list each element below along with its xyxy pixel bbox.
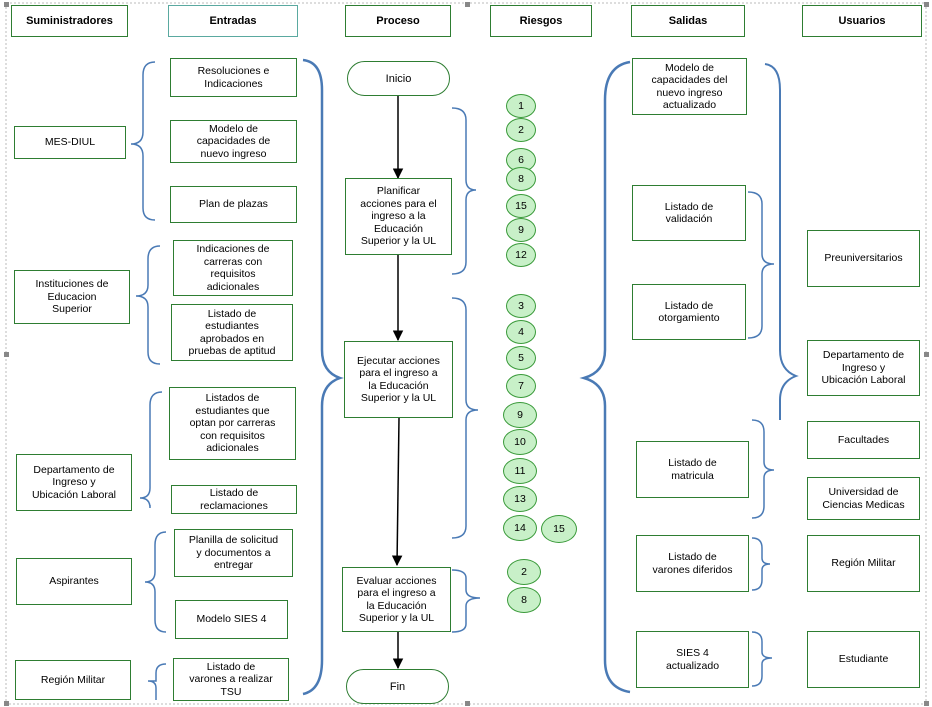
handle-br[interactable] — [924, 701, 929, 706]
handle-tc[interactable] — [465, 2, 470, 7]
input-indicaciones-carreras: Indicaciones de carreras con requisitos … — [173, 240, 293, 296]
brace-val-otorg — [747, 191, 775, 339]
risk-badge: 2 — [506, 118, 536, 142]
supplier-departamento: Departamento de Ingreso y Ubicación Labo… — [16, 454, 132, 511]
output-listado-otorgamiento: Listado de otorgamiento — [632, 284, 746, 340]
brace-riesgos-3 — [451, 569, 481, 633]
risk-badge: 14 — [503, 515, 537, 541]
risk-badge: 3 — [506, 294, 536, 318]
output-sies4-actualizado: SIES 4 actualizado — [636, 631, 749, 688]
handle-bc[interactable] — [465, 701, 470, 706]
brace-matricula — [751, 419, 775, 519]
brace-ies — [135, 245, 161, 365]
brace-salidas-big — [579, 60, 631, 694]
risk-badge: 9 — [503, 402, 537, 428]
risk-badge: 10 — [503, 429, 537, 455]
risk-badge: 7 — [506, 374, 536, 398]
risk-badge: 12 — [506, 243, 536, 267]
brace-mesdiul — [130, 61, 156, 221]
brace-aspirantes — [144, 531, 167, 633]
supplier-aspirantes: Aspirantes — [16, 558, 132, 605]
input-listado-aptitud: Listado de estudiantes aprobados en prue… — [171, 304, 293, 361]
arrow-step2-step3 — [391, 417, 403, 567]
handle-ml[interactable] — [4, 352, 9, 357]
header-usuarios: Usuarios — [802, 5, 922, 37]
user-region-militar: Región Militar — [807, 535, 920, 592]
output-modelo-actualizado: Modelo de capacidades del nuevo ingreso … — [632, 58, 747, 115]
input-planilla-solicitud: Planilla de solicitud y documentos a ent… — [174, 529, 293, 577]
risk-badge: 15 — [506, 194, 536, 218]
output-listado-validacion: Listado de validación — [632, 185, 746, 241]
brace-salidas-top — [764, 63, 799, 420]
brace-region — [147, 663, 167, 700]
header-suministradores: Suministradores — [11, 5, 128, 37]
process-planificar: Planificar acciones para el ingreso a la… — [345, 178, 452, 255]
output-listado-matricula: Listado de matricula — [636, 441, 749, 498]
input-modelo-sies4: Modelo SIES 4 — [175, 600, 288, 639]
header-proceso: Proceso — [345, 5, 451, 37]
header-entradas: Entradas — [168, 5, 298, 37]
handle-mr[interactable] — [924, 352, 929, 357]
risk-badge: 8 — [506, 167, 536, 191]
user-preuniversitarios: Preuniversitarios — [807, 230, 920, 287]
risk-badge: 9 — [506, 218, 536, 242]
supplier-instituciones: Instituciones de Educacion Superior — [14, 270, 130, 324]
brace-dpto — [139, 391, 163, 509]
risk-badge: 8 — [507, 587, 541, 613]
risk-badge: 13 — [503, 486, 537, 512]
user-departamento: Departamento de Ingreso y Ubicación Labo… — [807, 340, 920, 396]
supplier-region-militar: Región Militar — [15, 660, 131, 700]
risk-badge: 4 — [506, 320, 536, 344]
input-modelo-capacidades: Modelo de capacidades de nuevo ingreso — [170, 120, 297, 163]
input-reclamaciones: Listado de reclamaciones — [171, 485, 297, 514]
input-listados-optan: Listados de estudiantes que optan por ca… — [169, 387, 296, 460]
header-salidas: Salidas — [631, 5, 745, 37]
user-estudiante: Estudiante — [807, 631, 920, 688]
process-ejecutar: Ejecutar acciones para el ingreso a la E… — [344, 341, 453, 418]
output-listado-varones-diferidos: Listado de varones diferidos — [636, 535, 749, 592]
risk-badge: 1 — [506, 94, 536, 118]
process-fin: Fin — [346, 669, 449, 704]
user-universidad-medicas: Universidad de Ciencias Medicas — [807, 477, 920, 520]
handle-tl[interactable] — [4, 2, 9, 7]
brace-sies — [751, 631, 773, 687]
brace-riesgos-1 — [451, 107, 477, 275]
process-evaluar: Evaluar acciones para el ingreso a la Ed… — [342, 567, 451, 632]
brace-entradas-big — [302, 58, 344, 696]
user-facultades: Facultades — [807, 421, 920, 459]
input-plan-plazas: Plan de plazas — [170, 186, 297, 223]
input-listado-varones: Listado de varones a realizar TSU — [173, 658, 289, 701]
risk-badge: 15 — [541, 515, 577, 543]
header-riesgos: Riesgos — [490, 5, 592, 37]
brace-varones — [751, 537, 771, 591]
risk-badge: 2 — [507, 559, 541, 585]
brace-riesgos-2 — [451, 297, 479, 539]
input-resoluciones: Resoluciones e Indicaciones — [170, 58, 297, 97]
handle-tr[interactable] — [924, 2, 929, 7]
handle-bl[interactable] — [4, 701, 9, 706]
risk-badge: 11 — [503, 458, 537, 484]
supplier-mes-diul: MES-DIUL — [14, 126, 126, 159]
process-inicio: Inicio — [347, 61, 450, 96]
risk-badge: 5 — [506, 346, 536, 370]
